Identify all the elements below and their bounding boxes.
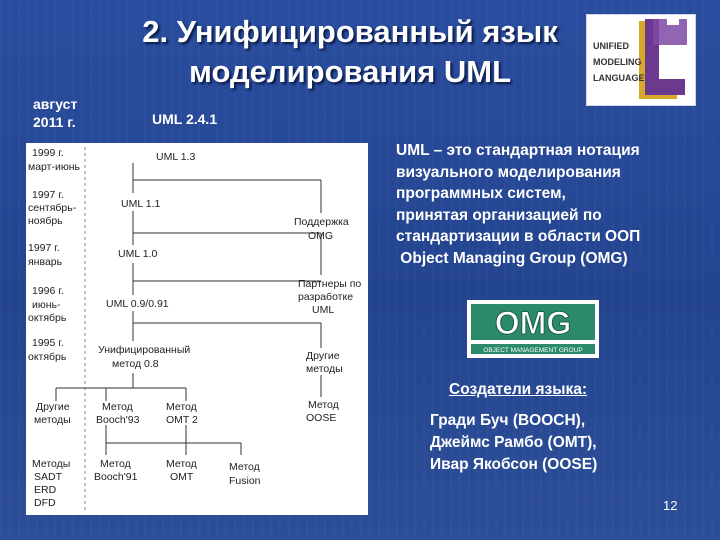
node-omt-line-2: OMT <box>170 471 194 483</box>
node-uml-1-0: UML 1.0 <box>118 248 157 260</box>
uml-logo-word-3: LANGUAGE <box>593 73 645 83</box>
date-1996-months-2: октябрь <box>28 312 67 324</box>
node-bottom-left-line-1: Методы <box>32 458 70 470</box>
uml-logo-word-2: MODELING <box>593 57 642 67</box>
node-partners-line-1: Партнеры по <box>298 278 361 290</box>
definition-line-2: визуального моделирования <box>396 162 696 184</box>
node-other-methods-right-line-1: Другие <box>306 350 340 362</box>
creator-booch: Гради Буч (BOOCH), <box>430 410 597 432</box>
node-booch93-line-1: Метод <box>102 401 133 413</box>
node-omt2-line-1: Метод <box>166 401 197 413</box>
date-1996-months-1: июнь- <box>32 299 61 311</box>
uml-logo: UNIFIED MODELING LANGUAGE <box>586 14 696 106</box>
node-omt-line-1: Метод <box>166 458 197 470</box>
node-booch91-line-2: Booch'91 <box>94 471 138 483</box>
definition-line-3: программных систем, <box>396 183 696 205</box>
node-uml-1-3: UML 1.3 <box>156 151 195 163</box>
slide-title: 2. Унифицированный язык моделирования UM… <box>110 12 590 92</box>
node-omg-support-line-1: Поддержка <box>294 216 349 228</box>
node-partners-line-2: разработке <box>298 291 353 303</box>
node-um-0-8-line-2: метод 0.8 <box>112 358 159 370</box>
node-uml-1-1: UML 1.1 <box>121 198 160 210</box>
node-booch91-line-1: Метод <box>100 458 131 470</box>
creators-list: Гради Буч (BOOCH), Джеймс Рамбо (OMT), И… <box>430 410 597 476</box>
node-omt2-line-2: OMT 2 <box>166 414 198 426</box>
date-1997b-months-2: ноябрь <box>28 215 63 227</box>
title-line-2: моделирования UML <box>110 52 590 92</box>
node-bottom-left-line-3: ERD <box>34 484 57 496</box>
omg-logo-tagline: OBJECT MANAGEMENT GROUP <box>483 347 582 354</box>
node-other-methods-line-2: методы <box>34 414 71 426</box>
node-partners-line-3: UML <box>312 304 334 316</box>
uml-definition: UML – это стандартная нотация визуальног… <box>396 140 696 269</box>
node-um-0-8-line-1: Унифицированный <box>98 344 190 356</box>
date-1999-months: март-июнь <box>28 161 81 173</box>
definition-line-6: Object Managing Group (OMG) <box>396 248 696 270</box>
uml-logo-word-1: UNIFIED <box>593 41 630 51</box>
date-1999-year: 1999 г. <box>32 147 64 159</box>
date-1997b-year: 1997 г. <box>32 189 64 201</box>
definition-line-1: UML – это стандартная нотация <box>396 140 696 162</box>
date-1996-year: 1996 г. <box>32 285 64 297</box>
node-booch93-line-2: Booch'93 <box>96 414 140 426</box>
date-1995-year: 1995 г. <box>32 337 64 349</box>
node-bottom-left-line-2: SADT <box>34 471 63 483</box>
creator-jacobson: Ивар Якобсон (OOSE) <box>430 454 597 476</box>
date-1997a-year: 1997 г. <box>28 242 60 254</box>
definition-line-5: стандартизации в области ООП <box>396 226 696 248</box>
definition-line-4: принятая организацией по <box>396 205 696 227</box>
title-line-1: 2. Унифицированный язык <box>110 12 590 52</box>
omg-logo: OMG OBJECT MANAGEMENT GROUP <box>467 300 599 358</box>
date-1997a-month: январь <box>28 256 63 268</box>
creator-rumbaugh: Джеймс Рамбо (OMT), <box>430 432 597 454</box>
node-fusion-line-2: Fusion <box>229 475 261 487</box>
node-bottom-left-line-4: DFD <box>34 497 56 509</box>
omg-logo-mark: OMG <box>495 305 571 341</box>
node-oose-line-2: OOSE <box>306 412 336 424</box>
date-year: 2011 г. <box>33 113 77 131</box>
uml-evolution-diagram: 1999 г. март-июнь 1997 г. сентябрь- нояб… <box>26 143 368 515</box>
uml-version-label: UML 2.4.1 <box>152 111 217 127</box>
creators-heading: Создатели языка: <box>449 381 587 399</box>
node-oose-line-1: Метод <box>308 399 339 411</box>
date-1995-month: октябрь <box>28 351 67 363</box>
node-uml-0-9: UML 0.9/0.91 <box>106 298 169 310</box>
node-omg-support-line-2: OMG <box>308 230 333 242</box>
page-number: 12 <box>663 498 677 513</box>
slide-date: август 2011 г. <box>33 95 77 131</box>
date-month: август <box>33 95 77 113</box>
node-fusion-line-1: Метод <box>229 461 260 473</box>
node-other-methods-line-1: Другие <box>36 401 70 413</box>
date-1997b-months-1: сентябрь- <box>28 202 77 214</box>
node-other-methods-right-line-2: методы <box>306 363 343 375</box>
